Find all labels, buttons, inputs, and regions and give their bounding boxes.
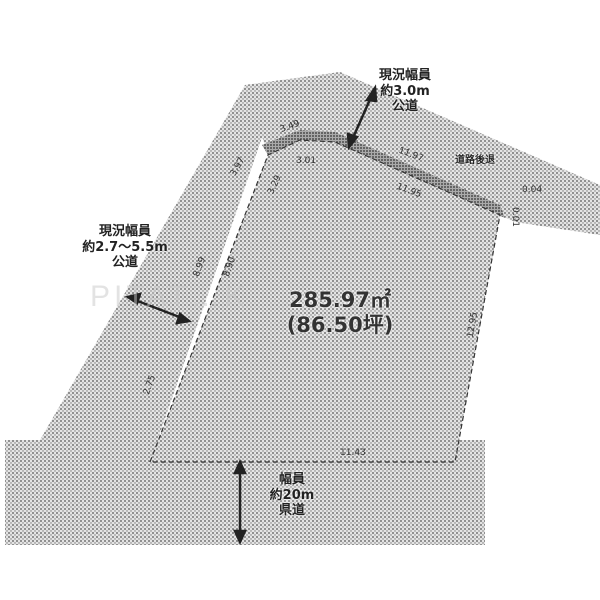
lot-area xyxy=(149,139,501,463)
left-road-label: 現況幅員 約2.7〜5.5m 公道 xyxy=(60,224,190,271)
road-width-value: 約2.7〜5.5m xyxy=(82,239,168,255)
road-width-value: 約20m xyxy=(269,487,315,503)
road-width-caption: 現況幅員 xyxy=(378,68,431,83)
road-width-value: 約3.0m xyxy=(380,83,430,99)
dim-bottom: 11.43 xyxy=(340,448,366,458)
top-road-arrow xyxy=(346,84,378,151)
bottom-road-label: 幅員 約20m 県道 xyxy=(252,472,332,519)
bottom-road-arrow xyxy=(233,458,247,546)
road-type: 公道 xyxy=(111,255,138,271)
road-width-caption: 幅員 xyxy=(278,472,305,487)
setback-strip xyxy=(262,130,505,218)
left-road xyxy=(5,85,275,462)
lot-area-label: 285.97㎡ (86.50坪) xyxy=(260,288,420,338)
watermark: PITAT…K xyxy=(90,280,249,313)
left-road-arrow xyxy=(124,292,193,325)
setback-label: 道路後退 xyxy=(455,155,495,166)
dim-corner-a: 0.04 xyxy=(522,185,543,195)
top-road xyxy=(245,72,600,235)
dim-corner-b: 0.01 xyxy=(510,206,521,228)
dim-top-c: 3.01 xyxy=(296,156,317,166)
area-tsubo: (86.50坪) xyxy=(286,313,394,338)
road-type: 県道 xyxy=(278,503,305,519)
road-width-caption: 現況幅員 xyxy=(98,224,151,239)
road-type: 公道 xyxy=(391,99,418,115)
top-road-label: 現況幅員 約3.0m 公道 xyxy=(360,68,450,115)
area-sqm: 285.97㎡ xyxy=(288,288,392,312)
